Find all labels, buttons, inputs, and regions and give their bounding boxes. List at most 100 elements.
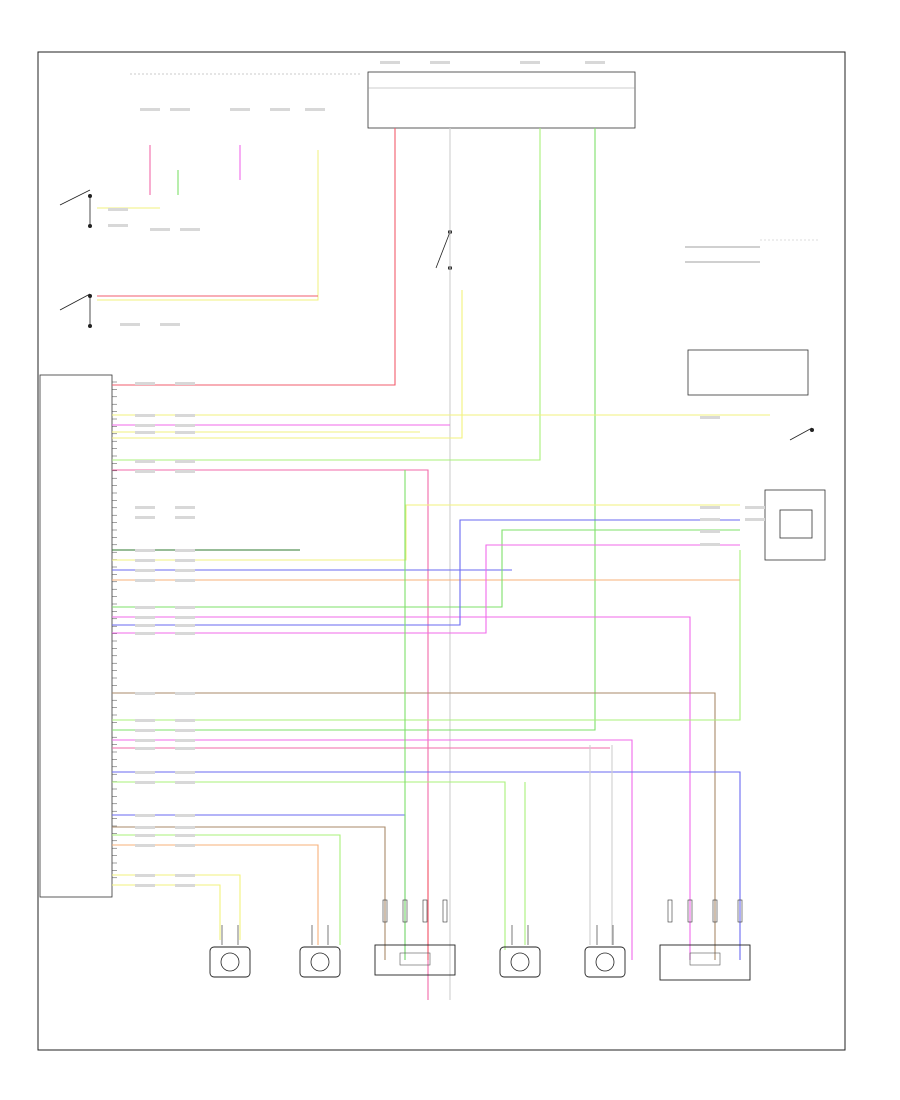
label-bar-47 bbox=[135, 814, 155, 817]
connector-pin-2 bbox=[402, 899, 408, 923]
connector-pin-5 bbox=[667, 899, 673, 923]
connector-pin-3 bbox=[422, 899, 428, 923]
label-bar-3 bbox=[135, 414, 155, 417]
center-switch bbox=[435, 230, 452, 270]
label-bar-38 bbox=[175, 729, 195, 732]
label-bar-48 bbox=[175, 814, 195, 817]
wire-25 bbox=[112, 692, 716, 960]
label-bar-23 bbox=[135, 579, 155, 582]
wire-11 bbox=[112, 128, 596, 731]
wires bbox=[97, 128, 770, 1000]
label-bar-65 bbox=[700, 416, 720, 419]
right-sensor-box bbox=[764, 489, 826, 561]
right-switch bbox=[789, 427, 814, 441]
label-bar-71 bbox=[160, 323, 180, 326]
label-bar-2 bbox=[175, 382, 195, 385]
label-bar-63 bbox=[745, 506, 765, 509]
label-bar-11 bbox=[135, 470, 155, 473]
label-bar-37 bbox=[135, 729, 155, 732]
label-bar-8 bbox=[175, 431, 195, 434]
label-bar-61 bbox=[700, 530, 720, 533]
sensor-module-1 bbox=[374, 944, 456, 976]
wire-26 bbox=[112, 550, 741, 721]
wire-27 bbox=[112, 739, 633, 960]
label-bar-10 bbox=[175, 460, 195, 463]
label-bar-21 bbox=[135, 569, 155, 572]
label-bar-27 bbox=[135, 616, 155, 619]
label-bar-17 bbox=[135, 549, 155, 552]
label-bars bbox=[108, 61, 765, 887]
connector-pin-8 bbox=[737, 899, 743, 923]
right-relay-box bbox=[687, 349, 809, 396]
label-bar-73 bbox=[430, 61, 450, 64]
label-bar-80 bbox=[305, 108, 325, 111]
wire-33 bbox=[112, 834, 341, 945]
module-body bbox=[374, 944, 456, 976]
sensor-module-2 bbox=[659, 944, 751, 981]
left-switch-top bbox=[59, 189, 92, 228]
label-bar-16 bbox=[175, 516, 195, 519]
label-bar-39 bbox=[135, 739, 155, 742]
wire-22 bbox=[112, 616, 691, 960]
label-bar-78 bbox=[230, 108, 250, 111]
module-body bbox=[659, 944, 751, 981]
label-bar-4 bbox=[175, 414, 195, 417]
sensor-body bbox=[584, 946, 626, 978]
label-bar-69 bbox=[180, 228, 200, 231]
label-bar-22 bbox=[175, 569, 195, 572]
label-bar-18 bbox=[175, 549, 195, 552]
label-bar-52 bbox=[175, 834, 195, 837]
label-bar-72 bbox=[380, 61, 400, 64]
label-bar-68 bbox=[150, 228, 170, 231]
sensor-body bbox=[299, 946, 341, 978]
label-bar-12 bbox=[175, 470, 195, 473]
wire-36 bbox=[112, 884, 221, 940]
label-bar-32 bbox=[175, 632, 195, 635]
wire-32 bbox=[112, 826, 386, 960]
sensor-ring bbox=[220, 952, 240, 972]
label-bar-56 bbox=[175, 874, 195, 877]
label-bar-55 bbox=[135, 874, 155, 877]
label-bar-34 bbox=[175, 692, 195, 695]
sensor-ring bbox=[510, 952, 530, 972]
control-module-box bbox=[39, 374, 113, 898]
label-bar-41 bbox=[135, 747, 155, 750]
right-top-connector bbox=[685, 239, 820, 263]
sensor-ring bbox=[595, 952, 615, 972]
label-bar-58 bbox=[175, 884, 195, 887]
label-bar-60 bbox=[700, 518, 720, 521]
label-bar-51 bbox=[135, 834, 155, 837]
label-bar-57 bbox=[135, 884, 155, 887]
module-label-box bbox=[689, 952, 721, 966]
wire-16 bbox=[112, 469, 429, 1000]
label-bar-7 bbox=[135, 431, 155, 434]
label-bar-6 bbox=[175, 424, 195, 427]
diagram-frame bbox=[37, 51, 846, 1051]
label-bar-40 bbox=[175, 739, 195, 742]
label-bar-36 bbox=[175, 719, 195, 722]
label-bar-28 bbox=[175, 616, 195, 619]
wire-12 bbox=[112, 290, 463, 439]
wire-31 bbox=[112, 814, 406, 960]
module-label-box bbox=[399, 952, 431, 966]
wire-30 bbox=[112, 781, 506, 950]
wheel-speed-sensor-3 bbox=[499, 925, 541, 978]
label-bar-79 bbox=[270, 108, 290, 111]
wire-4 bbox=[97, 150, 319, 301]
label-bar-30 bbox=[175, 624, 195, 627]
label-bar-24 bbox=[175, 579, 195, 582]
connector-pin-4 bbox=[442, 899, 448, 923]
wire-21 bbox=[112, 529, 740, 608]
right-sensor-inner bbox=[779, 509, 813, 539]
label-bar-35 bbox=[135, 719, 155, 722]
wire-29 bbox=[112, 771, 741, 960]
label-bar-66 bbox=[108, 208, 128, 211]
label-bar-70 bbox=[120, 323, 140, 326]
label-bar-13 bbox=[135, 506, 155, 509]
wheel-speed-sensor-1 bbox=[209, 925, 251, 978]
bottom-sensors bbox=[209, 899, 751, 981]
label-bar-29 bbox=[135, 624, 155, 627]
wire-9 bbox=[112, 128, 541, 461]
label-bar-46 bbox=[175, 781, 195, 784]
